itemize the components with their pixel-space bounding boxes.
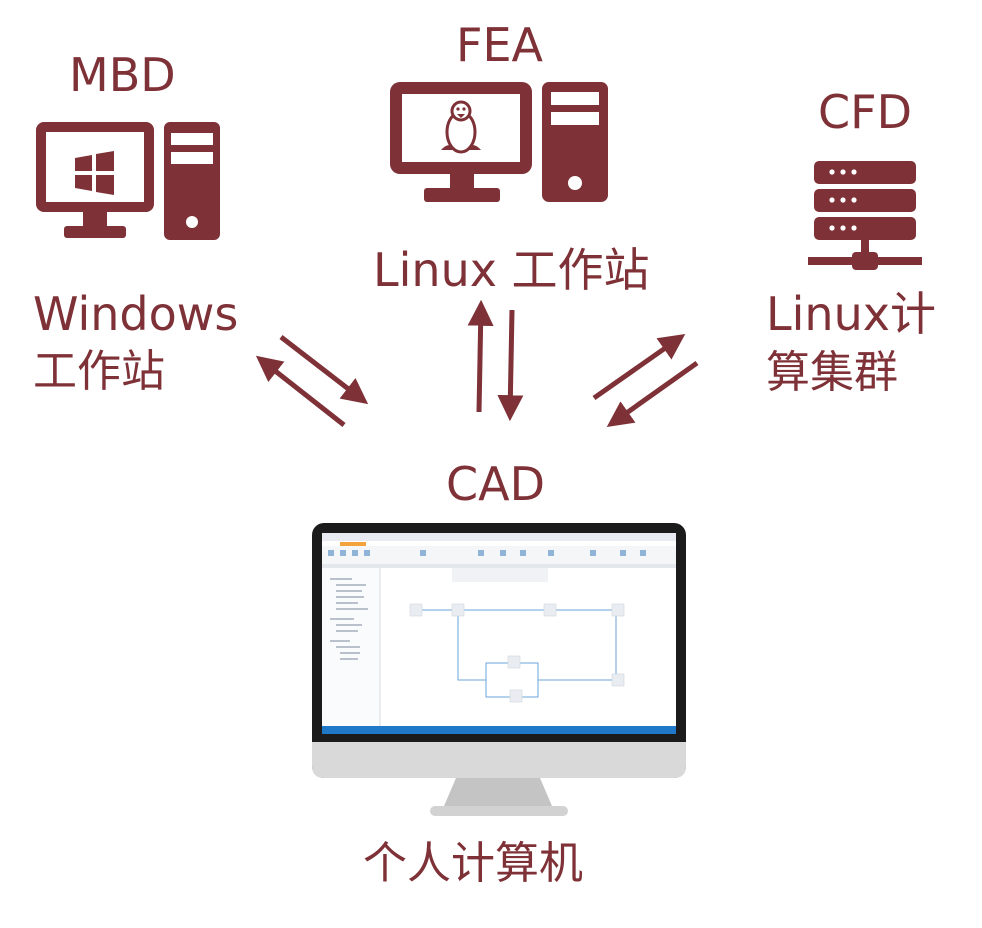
server-rack-icon xyxy=(808,161,922,270)
connection-arrows xyxy=(255,299,699,428)
mbd-os-label: Windows xyxy=(33,287,239,341)
fea-machine-label: Linux 工作站 xyxy=(373,243,650,297)
arrow-mbd-to-cad xyxy=(279,335,369,405)
linux-desktop-icon xyxy=(390,82,608,202)
arrow-fea-to-cad xyxy=(497,309,524,422)
cfd-title: CFD xyxy=(818,85,912,139)
tux-penguin-icon xyxy=(441,100,481,154)
windows-logo-icon xyxy=(75,151,114,195)
cfd-machine-label-line1: Linux计 xyxy=(766,287,936,341)
arrow-cad-to-mbd xyxy=(255,355,346,427)
arrow-cad-to-fea xyxy=(467,299,494,413)
cad-title: CAD xyxy=(446,457,546,511)
windows-desktop-icon xyxy=(36,122,220,240)
imac-monitor-icon xyxy=(312,523,686,816)
cfd-machine-label-line2: 算集群 xyxy=(766,347,898,398)
fea-title: FEA xyxy=(456,18,543,72)
cad-machine-label: 个人计算机 xyxy=(363,838,583,889)
mbd-title: MBD xyxy=(69,48,176,102)
arrow-cad-to-cfd xyxy=(592,334,686,401)
mbd-type-label: 工作站 xyxy=(33,346,165,397)
screen-content xyxy=(322,533,676,734)
arrow-cfd-to-cad xyxy=(606,360,699,428)
